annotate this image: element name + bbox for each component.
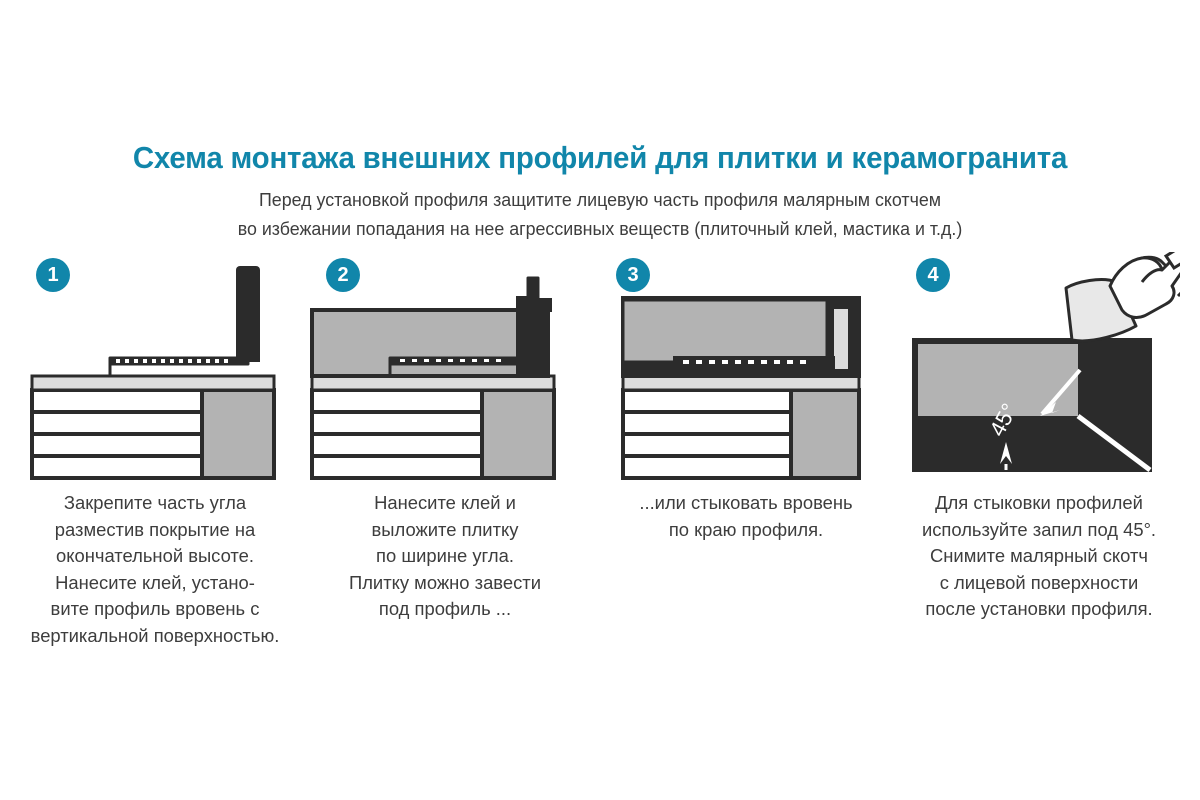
step-1: 1	[10, 252, 300, 672]
step-badge-2: 2	[326, 258, 360, 292]
adhesive-bed	[310, 374, 556, 392]
page-title: Схема монтажа внешних профилей для плитк…	[132, 141, 1068, 175]
adhesive-bed	[30, 374, 276, 392]
step-caption-4: Для стыковки профилей используйте запил …	[921, 492, 1157, 619]
angle-arrow-upper	[1040, 402, 1060, 416]
subtitle-line-1: Перед установкой профиля защитите лицеву…	[258, 190, 942, 210]
substrate-layers	[310, 388, 556, 480]
step-caption-2: Нанесите клей и выложите плитку по ширин…	[348, 492, 541, 619]
step-diagram-1	[10, 252, 300, 492]
step-4: 4	[890, 252, 1180, 672]
step-diagram-3	[595, 252, 885, 492]
substrate-layers	[30, 388, 276, 480]
tile-top	[310, 308, 542, 378]
corner-profile	[388, 276, 552, 378]
perforation-teeth	[400, 359, 501, 362]
miter-cut-line	[1040, 368, 1152, 472]
profile-block	[912, 338, 1152, 472]
header: Схема монтажа внешних профилей для плитк…	[0, 140, 1200, 243]
adhesive-bed	[621, 374, 861, 392]
step-diagram-2	[300, 252, 590, 492]
tile-top	[621, 298, 829, 364]
step-caption-1: Закрепите часть угла разместив покрытие …	[30, 492, 280, 646]
glue-band	[673, 356, 835, 370]
step-badge-1: 1	[36, 258, 70, 292]
angle-arrow-lower	[1000, 442, 1012, 470]
step-diagram-4: 45°	[890, 252, 1180, 492]
corner-profile	[108, 266, 260, 378]
step-2: 2	[300, 252, 590, 672]
masking-tape-strip	[832, 307, 850, 371]
step-caption-3: ...или стыковать вровень по краю профиля…	[639, 492, 853, 540]
step-3: 3	[595, 252, 885, 672]
substrate-layers	[621, 388, 861, 480]
perforation-teeth	[683, 360, 806, 364]
step-badge-4: 4	[916, 258, 950, 292]
steps-row: 1	[0, 252, 1200, 672]
hand-icon	[1108, 252, 1180, 319]
subtitle-line-2: во избежании попадания на нее агрессивны…	[237, 219, 963, 239]
step-badge-3: 3	[616, 258, 650, 292]
perforation-teeth	[116, 359, 228, 363]
